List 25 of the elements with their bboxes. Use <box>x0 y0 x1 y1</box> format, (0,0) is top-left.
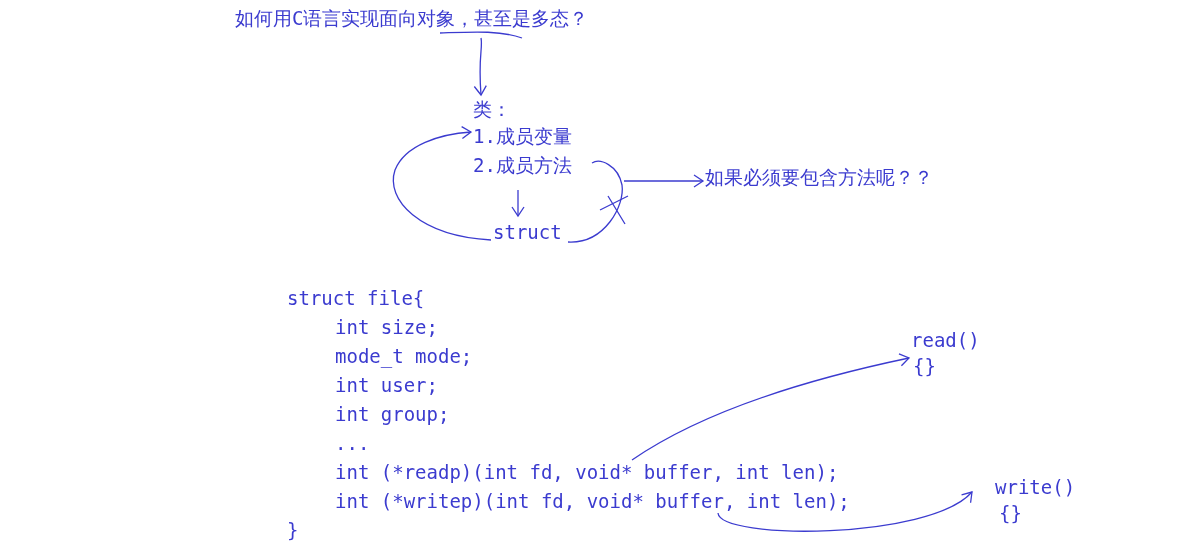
code-line: int (*readp)(int fd, void* buffer, int len); <box>335 460 839 484</box>
code-line: struct file{ <box>287 286 425 310</box>
list-item: 1.成员变量 <box>473 124 572 148</box>
code-line: int (*writep)(int fd, void* buffer, int len); <box>335 489 850 513</box>
hand-drawn-arrow <box>473 37 488 96</box>
function-body: {} <box>913 354 937 379</box>
heading-text: 如何用C语言实现面向对象，甚至是多态？ <box>235 6 589 30</box>
code-line: int size; <box>335 315 438 339</box>
function-name: write() <box>995 475 1076 500</box>
hand-drawn-arrow <box>717 491 973 532</box>
hand-drawn-arrow <box>511 189 525 217</box>
hand-drawn-arrow <box>392 126 492 241</box>
function-body: {} <box>999 501 1023 526</box>
code-line: mode_t mode; <box>335 344 473 368</box>
keyword-text: struct <box>493 220 562 244</box>
hand-drawn-arrow <box>631 353 910 461</box>
list-item: 2.成员方法 <box>473 153 572 177</box>
code-line: int user; <box>335 373 438 397</box>
hand-drawn-arrow <box>623 174 704 188</box>
function-name: read() <box>911 328 980 353</box>
question-text: 如果必须要包含方法呢？？ <box>705 165 933 189</box>
code-line: } <box>287 518 299 542</box>
code-line: int group; <box>335 402 450 426</box>
code-line: ... <box>335 431 370 455</box>
list-heading: 类： <box>473 97 511 121</box>
